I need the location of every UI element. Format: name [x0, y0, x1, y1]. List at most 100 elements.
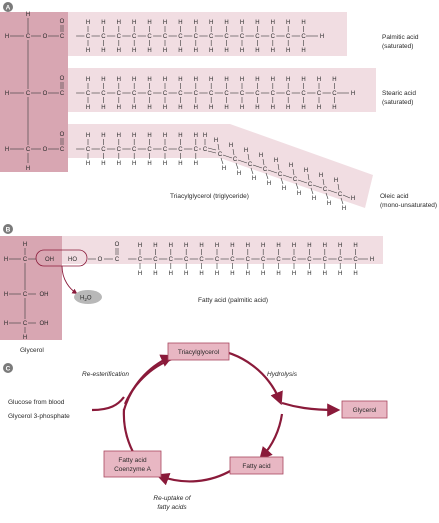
oleic-acid-label: Oleic acid [380, 193, 409, 200]
carbon-atom: C [271, 34, 276, 40]
hydrogen-atom: H [209, 105, 213, 111]
hydrogen-atom: H [199, 243, 203, 249]
hydrogen-atom: H [271, 48, 275, 54]
hydrogen-atom: H [286, 105, 290, 111]
glycerol-backbone-band [0, 12, 68, 172]
carbon-atom: C [117, 34, 122, 40]
hydrogen-atom: H [244, 148, 248, 154]
carbon-atom: C [230, 257, 235, 263]
carbon-atom: C [178, 34, 183, 40]
panel-c-badge [3, 363, 13, 373]
hydrogen-atom: H [240, 20, 244, 26]
bond [310, 187, 314, 195]
carbon-atom: C [178, 91, 183, 97]
hydroxyl-group: OH [40, 292, 49, 298]
hydrogen-atom: H [147, 133, 151, 139]
carbon-atom: C [132, 147, 137, 153]
carbon-atom: C [292, 257, 297, 263]
hydrogen-atom: H [215, 271, 219, 277]
carbon-atom: C [255, 34, 260, 40]
bond [282, 174, 293, 179]
hydrogen-atom: H [194, 161, 198, 167]
carbon-atom: C [86, 34, 91, 40]
reuptake-label-line1: Re-uptake of [153, 495, 191, 502]
hydrogen-atom: H [334, 178, 338, 184]
panel-c-letter: C [6, 366, 11, 373]
hydrogen-atom: H [259, 153, 263, 159]
triacylglycerol-node-label: Triacylglycerol [178, 349, 220, 356]
carbon-atom: C [209, 34, 214, 40]
hydrogen-atom: H [222, 166, 226, 172]
condensation-ring [35, 249, 88, 267]
hydrogen-atom: H [274, 158, 278, 164]
bond [265, 172, 269, 180]
hydrolysis-label: Hydrolysis [267, 371, 298, 378]
glucose-label: Glucose from blood [8, 399, 65, 406]
carbon-atom: C [224, 34, 229, 40]
hydrogen-atom: H [163, 105, 167, 111]
hydrogen-atom: H [5, 34, 9, 40]
hydrogen-atom: H [4, 321, 8, 327]
bond [292, 168, 295, 176]
hydrogen-atom: H [323, 243, 327, 249]
hydrogen-atom: H [292, 271, 296, 277]
hydrogen-atom: H [246, 243, 250, 249]
hydrogen-atom: H [203, 133, 207, 139]
hydrogen-atom: H [132, 133, 136, 139]
carbon-atom: C [163, 147, 168, 153]
hydrogen-atom: H [224, 20, 228, 26]
acyl-chain-atoms: C H H C H H C H H C H H C H H C H H C H H C H H C H H C H H C H H C H H C H H C… [76, 20, 355, 167]
hydrogen-atom: H [163, 133, 167, 139]
hydrogen-atom: H [319, 173, 323, 179]
bond [235, 162, 239, 170]
hydrogen-atom: H [117, 48, 121, 54]
oxygen-atom: O [115, 242, 120, 248]
bond [207, 150, 217, 154]
carbon-atom: C [215, 257, 220, 263]
bond [340, 197, 344, 205]
carbon-atom: C [132, 34, 137, 40]
hydrogen-atom: H [5, 91, 9, 97]
hydrogen-atom: H [194, 77, 198, 83]
hydrogen-atom: H [153, 271, 157, 277]
hydrogen-atom: H [261, 243, 265, 249]
hydrogen-atom: H [301, 105, 305, 111]
water-bubble [74, 290, 102, 304]
hydrogen-atom: H [178, 48, 182, 54]
bond [307, 173, 310, 181]
oxygen-atom: O [43, 147, 48, 153]
hydrogen-atom: H [132, 20, 136, 26]
carbon-atom: C [353, 257, 358, 263]
carbon-atom: C [293, 177, 298, 183]
panel-b-badge [3, 224, 13, 234]
carbon-atom: C [209, 91, 214, 97]
triacylglycerol-caption: Triacylglycerol (triglyceride) [170, 193, 249, 200]
hydrogen-atom: H [230, 271, 234, 277]
oxygen-atom: O [60, 76, 65, 82]
carbon-atom: C [132, 91, 137, 97]
hydrogen-atom: H [282, 186, 286, 192]
hydrogen-atom: H [229, 143, 233, 149]
hydrogen-atom: H [240, 105, 244, 111]
oxygen-atom: O [60, 19, 65, 25]
hydrogen-atom: H [163, 48, 167, 54]
carbon-atom: C [323, 187, 328, 193]
hydrogen-atom: H [147, 105, 151, 111]
palmitic-acid-label: Palmitic acid [382, 34, 419, 41]
bond [207, 147, 217, 151]
hydrogen-atom: H [178, 105, 182, 111]
carbon-atom: C [163, 91, 168, 97]
oxygen-atom: O [98, 257, 103, 263]
hydrogen-atom: H [194, 48, 198, 54]
hydrogen-atom: H [86, 161, 90, 167]
bond [247, 153, 250, 161]
fatty-acid-caption: Fatty acid (palmitic acid) [198, 297, 268, 304]
hydrogen-atom: H [184, 243, 188, 249]
hydrogen-atom: H [132, 48, 136, 54]
oleic-acid-note: (mono-unsaturated) [380, 202, 437, 209]
glycerol-3-phosphate-label: Glycerol 3-phosphate [8, 413, 70, 420]
